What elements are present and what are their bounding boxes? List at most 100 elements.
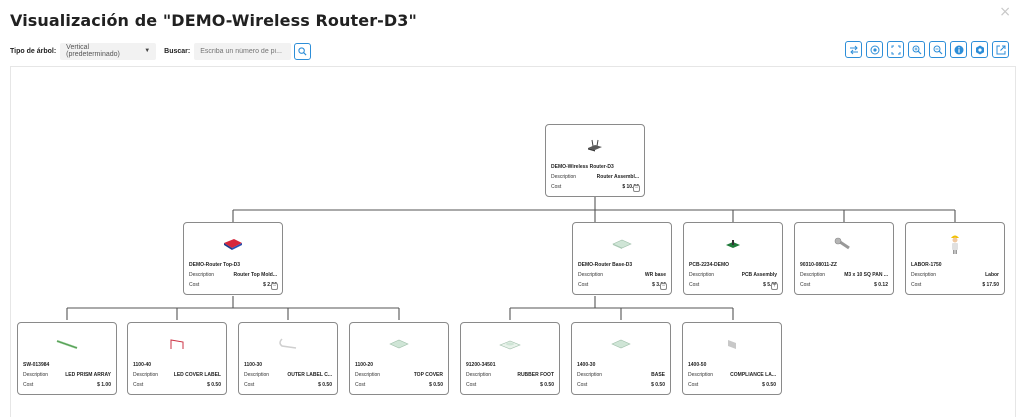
description-label: Description (800, 272, 826, 278)
cost-label: Cost (688, 382, 699, 388)
toolbar: Tipo de árbol: Vertical (predeterminado)… (10, 41, 312, 61)
part-number: 1100-40 (133, 362, 152, 368)
expand-toggle[interactable]: + (771, 283, 778, 290)
swap-button[interactable] (845, 41, 862, 58)
search-input[interactable] (194, 42, 292, 60)
description-value: TOP COVER (413, 372, 443, 378)
compliance-label-image (683, 331, 781, 357)
tree-type-select[interactable]: Vertical (predeterminado) ▼ (60, 42, 157, 60)
tree-type-value: Vertical (predeterminado) (66, 44, 120, 58)
description-value: WR base (644, 272, 666, 278)
description-label: Description (466, 372, 492, 378)
part-number: 1400-50 (688, 362, 707, 368)
external-link-icon (996, 45, 1005, 54)
cost-label: Cost (800, 282, 811, 288)
cost-value: $ 0.12 (874, 282, 888, 288)
cost-label: Cost (244, 382, 255, 388)
part-number: DEMO-Wireless Router-D3 (551, 164, 614, 170)
zoom-in-icon (912, 45, 921, 54)
cost-value: $ 0.50 (651, 382, 665, 388)
description-value: PCB Assembly (741, 272, 777, 278)
info-button[interactable] (950, 41, 967, 58)
description-value: BASE (651, 372, 665, 378)
collapse-toggle[interactable]: − (271, 283, 278, 290)
cost-value: $ 0.50 (540, 382, 554, 388)
part-number: DEMO-Router Top-D3 (189, 262, 241, 268)
collapse-toggle[interactable]: − (660, 283, 667, 290)
cost-label: Cost (466, 382, 477, 388)
description-label: Description (577, 372, 603, 378)
part-number: 91200-34501 (466, 362, 496, 368)
view-tools (841, 41, 1009, 58)
description-label: Description (688, 372, 714, 378)
tree-canvas[interactable]: DEMO-Wireless Router-D3 Description Route… (10, 66, 1016, 417)
part-number: 90310-08011-ZZ (800, 262, 837, 268)
description-label: Description (578, 272, 604, 278)
bom-node-screw[interactable]: 90310-08011-ZZ Description M3 x 10 SQ PAN… (794, 222, 894, 295)
part-number: 1400-30 (577, 362, 596, 368)
part-number: 1100-30 (244, 362, 263, 368)
info-icon (954, 45, 963, 54)
center-button[interactable] (866, 41, 883, 58)
settings-button[interactable] (971, 41, 988, 58)
worker-image (906, 231, 1004, 257)
tree-type-label: Tipo de árbol: (10, 47, 57, 55)
cost-label: Cost (355, 382, 366, 388)
router-base-image (573, 231, 671, 257)
zoom-in-button[interactable] (908, 41, 925, 58)
search-icon (298, 46, 307, 56)
part-number: LABOR-1750 (911, 262, 942, 268)
cost-value: $ 1.00 (97, 382, 111, 388)
part-number: SW-013984 (23, 362, 50, 368)
description-label: Description (355, 372, 381, 378)
collapse-toggle[interactable]: − (633, 185, 640, 192)
cost-label: Cost (578, 282, 589, 288)
cost-value: $ 0.50 (318, 382, 332, 388)
description-value: M3 x 10 SQ PAN ... (844, 272, 888, 278)
bom-node-rubber-foot[interactable]: 91200-34501 Description RUBBER FOOT Cost $… (460, 322, 560, 395)
part-number: DEMO-Router Base-D3 (578, 262, 633, 268)
cost-value: $ 3.00 (652, 282, 666, 288)
cost-label: Cost (133, 382, 144, 388)
search-button[interactable] (294, 42, 312, 60)
cost-value: $ 10.00 (622, 184, 639, 190)
fit-screen-button[interactable] (887, 41, 904, 58)
cost-label: Cost (189, 282, 200, 288)
cost-value: $ 17.50 (982, 282, 999, 288)
cost-label: Cost (911, 282, 922, 288)
close-icon[interactable]: × (999, 4, 1011, 20)
cost-label: Cost (551, 184, 562, 190)
swap-icon (849, 45, 858, 54)
description-label: Description (911, 272, 937, 278)
open-external-button[interactable] (992, 41, 1009, 58)
description-label: Description (689, 272, 715, 278)
tree-connectors (66, 197, 956, 320)
zoom-out-button[interactable] (929, 41, 946, 58)
fit-screen-icon (891, 45, 900, 54)
led-prism-image (18, 331, 116, 357)
part-number: 1100-20 (355, 362, 374, 368)
search-label: Buscar: (164, 47, 191, 55)
description-label: Description (189, 272, 215, 278)
settings-icon (975, 45, 984, 54)
description-value: Router Assembl... (596, 174, 639, 180)
description-value: OUTER LABEL C... (287, 372, 332, 378)
rubber-foot-image (461, 331, 559, 357)
bom-node-router-base[interactable]: DEMO-Router Base-D3 Description WR base C… (572, 222, 672, 295)
cost-label: Cost (23, 382, 34, 388)
description-value: LED COVER LABEL (173, 372, 221, 378)
router-image (546, 133, 644, 159)
description-label: Description (133, 372, 159, 378)
outer-label-image (239, 331, 337, 357)
description-value: RUBBER FOOT (517, 372, 554, 378)
